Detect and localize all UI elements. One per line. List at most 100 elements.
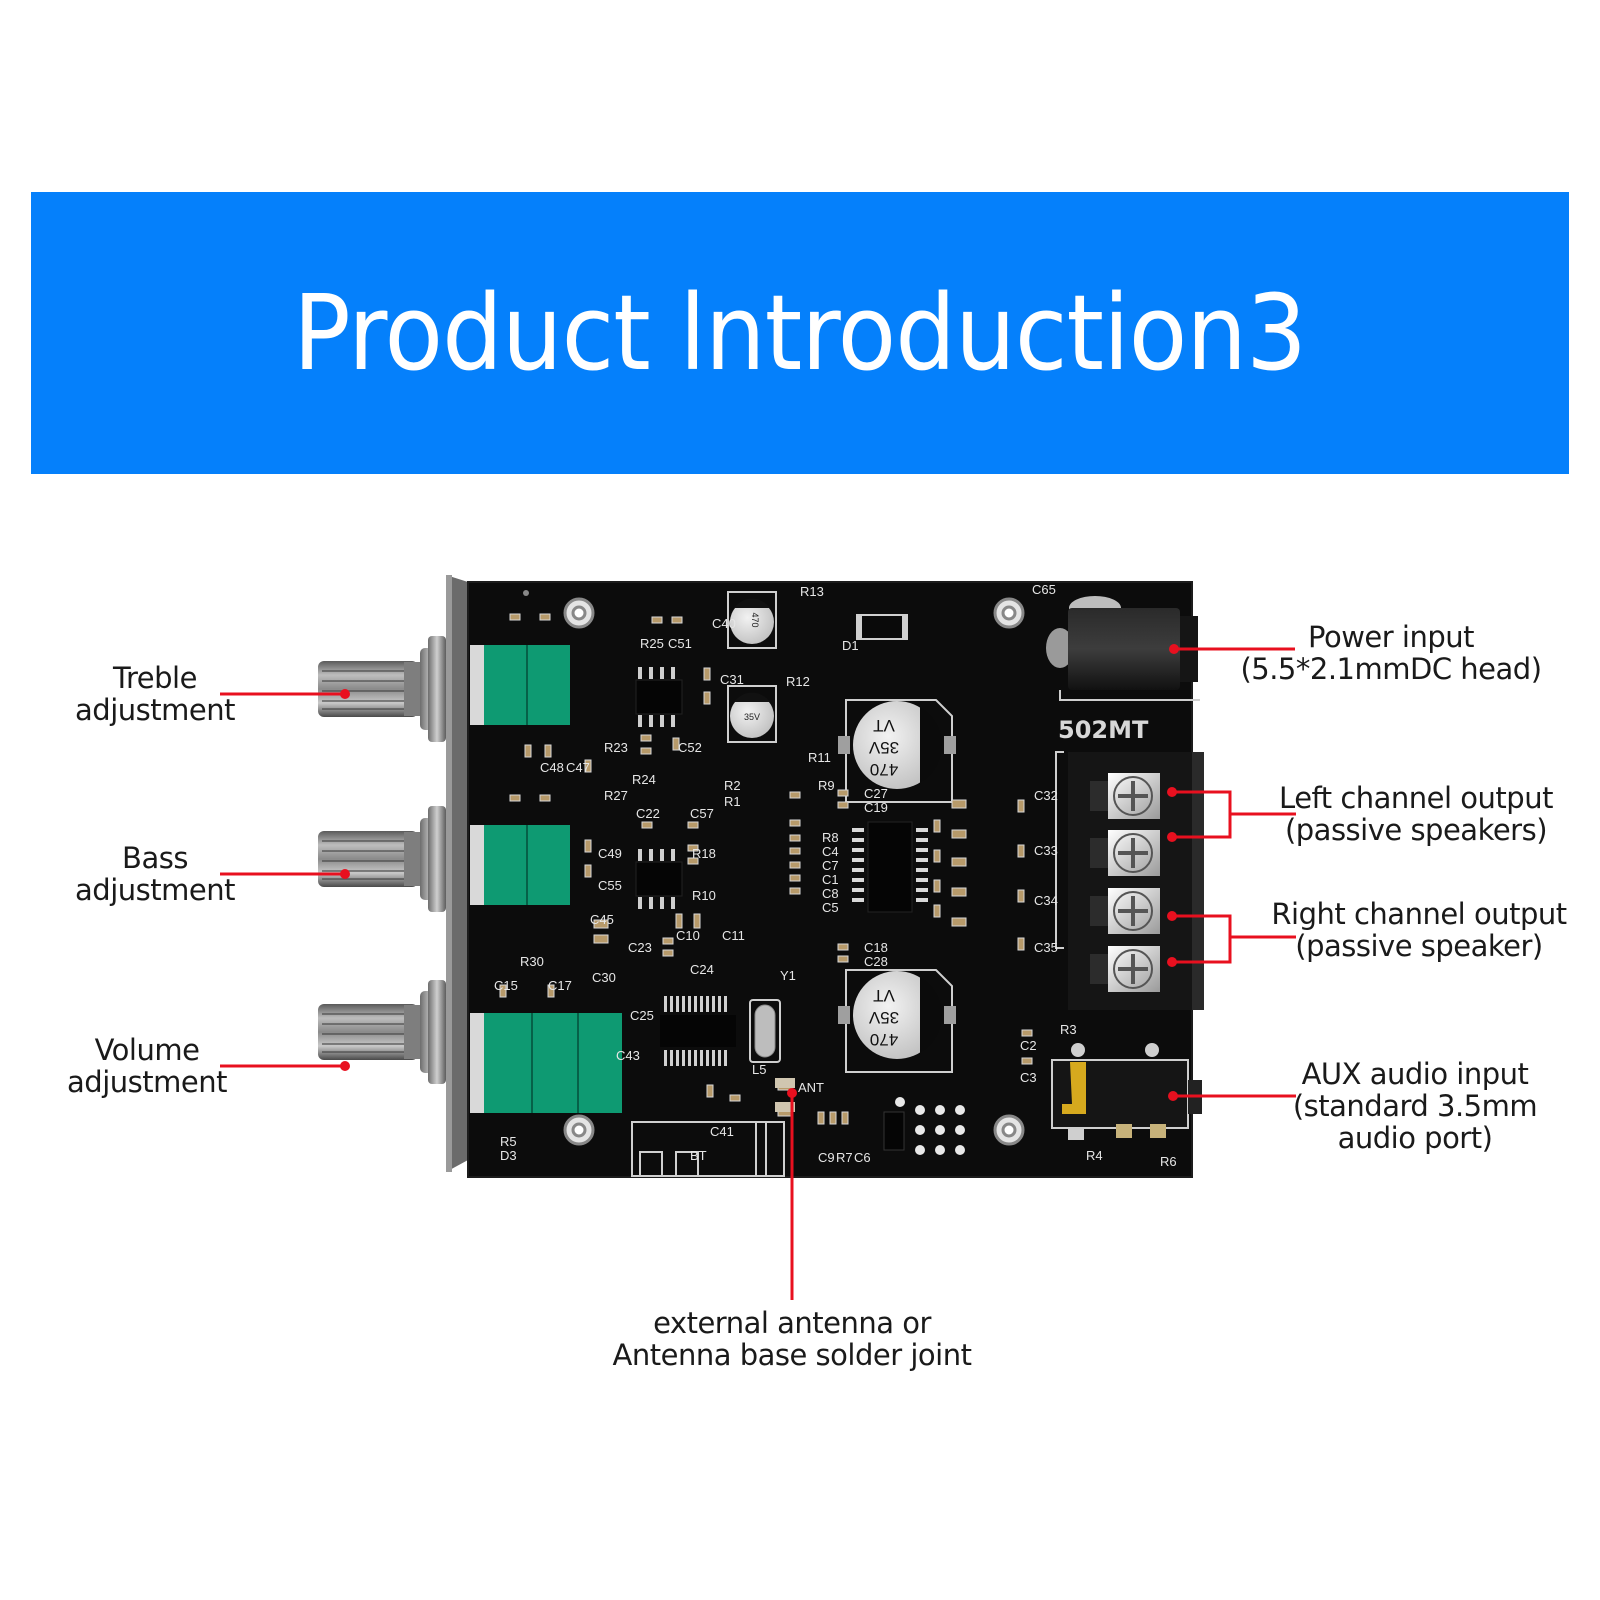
silk-c35: C35: [1034, 940, 1058, 955]
bluetooth-ic: [660, 996, 736, 1066]
silk-r27: R27: [604, 788, 628, 803]
bass-leader: [220, 869, 350, 879]
side-panel: [446, 575, 468, 1172]
capacitor-series: VT: [873, 716, 895, 735]
power-callout: Power input (5.5*2.1mmDC head): [1236, 621, 1546, 685]
silk-r3: R3: [1060, 1022, 1077, 1037]
silk-c48: C48: [540, 760, 564, 775]
silk-c5: C5: [822, 900, 839, 915]
silk-d3: D3: [500, 1148, 517, 1163]
silk-c17: C17: [548, 978, 572, 993]
silk-c65: C65: [1032, 582, 1056, 597]
silk-c47: C47: [566, 760, 590, 775]
antenna-sublabel: Antenna base solder joint: [612, 1338, 972, 1372]
silk-r13: R13: [800, 584, 824, 599]
silk-c34: C34: [1034, 893, 1058, 908]
silk-r2: R2: [724, 778, 741, 793]
silk-c57: C57: [690, 806, 714, 821]
volume-potentiometer: [470, 1013, 622, 1113]
right-channel-sublabel: (passive speaker): [1295, 929, 1543, 963]
treble-leader: [220, 689, 350, 699]
silk-c40: C40: [712, 616, 736, 631]
crystal-oscillator: [749, 999, 781, 1063]
aux-leader: [1168, 1091, 1296, 1101]
treble-label: Treble: [113, 661, 197, 695]
silk-r4: R4: [1086, 1148, 1103, 1163]
aux-callout: AUX audio input (standard 3.5mm audio po…: [1280, 1058, 1550, 1154]
title-banner: Product lntroduction3: [31, 192, 1569, 474]
antenna-pad: [775, 1078, 795, 1112]
page-title: Product lntroduction3: [293, 272, 1307, 394]
silk-r8: R8: [822, 830, 839, 845]
silk-c31: C31: [720, 672, 744, 687]
silk-r18: R18: [692, 846, 716, 861]
power-leader: [1169, 644, 1295, 654]
silk-r5: R5: [500, 1134, 517, 1149]
large-capacitor-top: 470 35V VT: [838, 699, 956, 803]
silk-c23: C23: [628, 940, 652, 955]
treble-potentiometer: [470, 645, 570, 725]
regulator-chip: [883, 1111, 905, 1151]
capacitor-voltage: 35V: [868, 738, 899, 757]
op-amp-ic-2: [635, 849, 683, 909]
silk-c45: C45: [590, 912, 614, 927]
silk-r12: R12: [786, 674, 810, 689]
silk-c41: C41: [710, 1124, 734, 1139]
silk-c49: C49: [598, 846, 622, 861]
silk-c11: C11: [722, 928, 745, 943]
silk-r9: R9: [818, 778, 835, 793]
antenna-label: external antenna or: [653, 1306, 931, 1340]
right-channel-callout: Right channel output (passive speaker): [1264, 898, 1574, 962]
silk-c1: C1: [822, 872, 839, 887]
capacitor-voltage: 35V: [744, 712, 760, 722]
silk-r24: R24: [632, 772, 656, 787]
small-capacitor-c40: 470: [727, 591, 777, 649]
antenna-callout: external antenna or Antenna base solder …: [600, 1307, 984, 1371]
aux-sublabel-2: audio port): [1337, 1121, 1493, 1155]
aux-sublabel-1: (standard 3.5mm: [1292, 1089, 1538, 1123]
silk-c10: C10: [676, 928, 700, 943]
silk-c51: C51: [668, 636, 692, 651]
silk-c18: C18: [864, 940, 888, 955]
left-channel-label: Left channel output: [1279, 781, 1553, 815]
volume-sublabel: adjustment: [67, 1065, 227, 1099]
power-label: Power input: [1308, 620, 1475, 654]
silk-c28: C28: [864, 954, 888, 969]
volume-callout: Volume adjustment: [52, 1034, 242, 1098]
treble-callout: Treble adjustment: [60, 662, 250, 726]
antenna-leader: [787, 1088, 797, 1300]
volume-knob: [318, 980, 446, 1084]
pcb-antenna-trace: [631, 1121, 785, 1177]
terminal-screw-2: [1108, 830, 1160, 876]
smd-components: [499, 613, 1033, 1125]
volume-label: Volume: [94, 1033, 200, 1067]
silk-c43: C43: [616, 1048, 640, 1063]
large-capacitor-bottom: 470 35V VT: [838, 969, 956, 1073]
silk-c2: C2: [1020, 1038, 1037, 1053]
leader-lines: [220, 644, 1296, 1300]
treble-knob: [318, 636, 446, 742]
capacitor-capacity: 470: [870, 760, 898, 779]
silk-c55: C55: [598, 878, 622, 893]
diode: [856, 614, 908, 640]
terminal-screw-1: [1108, 773, 1160, 819]
silk-c25: C25: [630, 1008, 654, 1023]
silk-r7: R7: [836, 1150, 853, 1165]
capacitor-rating: 470: [750, 612, 760, 627]
silk-d1: D1: [842, 638, 859, 653]
left-channel-sublabel: (passive speakers): [1284, 813, 1548, 847]
left-channel-leader: [1167, 787, 1296, 842]
test-pads: [895, 1097, 965, 1155]
aux-audio-jack: [1051, 1043, 1202, 1140]
mounting-holes: [523, 590, 1025, 1146]
capacitor-capacity: 470: [870, 1030, 898, 1049]
power-sublabel: (5.5*2.1mmDC head): [1240, 652, 1542, 686]
silk-c24: C24: [690, 962, 714, 977]
silk-r6: R6: [1160, 1154, 1177, 1169]
silk-c15: C15: [494, 978, 518, 993]
amplifier-ic: [852, 821, 928, 913]
silk-y1: Y1: [780, 968, 796, 983]
capacitor-series: VT: [873, 986, 895, 1005]
silk-bt: BT: [690, 1148, 707, 1163]
silkscreen-labels: C65 R25 C51 C31 R23 R24 R2 R1 C27 C19 C2…: [494, 582, 1177, 1169]
